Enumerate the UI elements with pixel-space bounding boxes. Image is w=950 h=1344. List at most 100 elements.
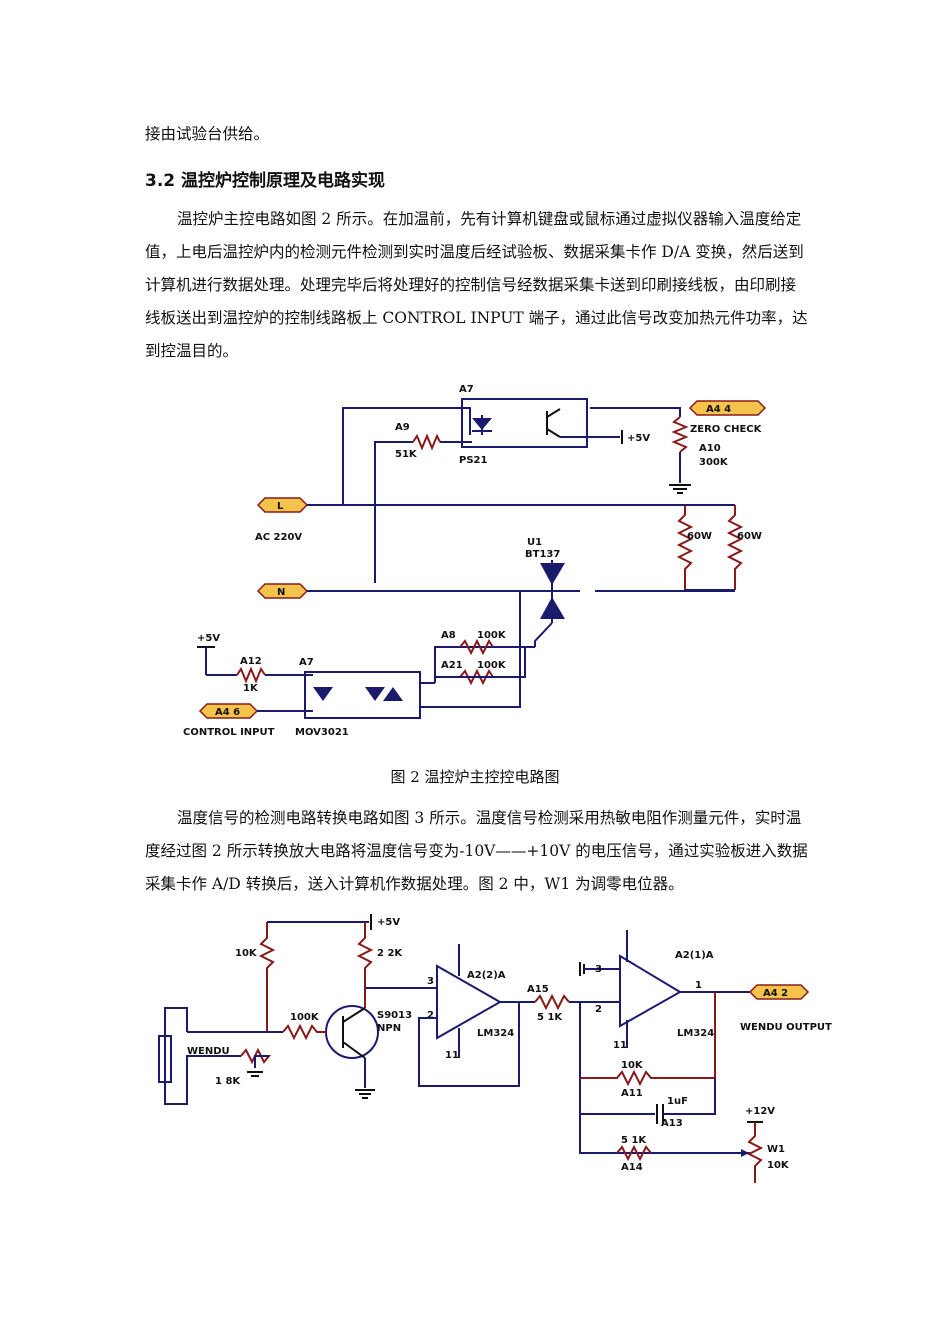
moc-triac-icon-b xyxy=(383,687,403,701)
a2b-label: A2(1)A xyxy=(675,950,714,961)
a8-label: A8 xyxy=(441,630,456,641)
pin11a-label: 11 xyxy=(445,1050,459,1061)
led-icon xyxy=(472,418,492,430)
plus12v-label: +12V xyxy=(745,1106,775,1117)
plus5v-top-label: +5V xyxy=(627,433,650,444)
transistor-e xyxy=(342,1041,366,1059)
a42-label: A4 2 xyxy=(763,988,788,999)
npn-label: NPN xyxy=(377,1023,401,1034)
phototransistor-e xyxy=(546,428,561,438)
r51k-label: 5 1K xyxy=(537,1012,563,1023)
wire-1-8k-gnd xyxy=(254,1055,269,1068)
paragraph-main-control: 温控炉主控电路如图 2 所示。在加温前，先有计算机键盘或鼠标通过虚拟仪器输入温度… xyxy=(145,210,808,360)
resistor-a15-icon xyxy=(534,993,570,1011)
pin1b-label: 1 xyxy=(695,980,702,991)
r10k-a11-label: 10K xyxy=(621,1060,644,1071)
resistor-a9-icon xyxy=(412,433,441,451)
wire-a9 xyxy=(374,441,413,583)
wendu-label: WENDU xyxy=(187,1046,230,1057)
a10-label: A10 xyxy=(699,443,721,454)
heater-2-label: 60W xyxy=(737,531,762,542)
r10k-left-label: 10K xyxy=(235,948,258,959)
w1-10k-label: 10K xyxy=(767,1160,790,1171)
pin3a-label: 3 xyxy=(427,976,434,987)
a13-label: A13 xyxy=(661,1118,683,1129)
a44-tag xyxy=(688,400,767,416)
a9-label: A9 xyxy=(395,422,410,433)
moc-triac-icon-a xyxy=(365,687,385,701)
n-tag-label: N xyxy=(277,587,285,598)
wire-moc-bottom xyxy=(420,591,521,708)
ps21-label: PS21 xyxy=(459,455,487,466)
resistor-a10-icon xyxy=(671,416,689,453)
moc-led-icon xyxy=(313,687,333,701)
plus5v-label: +5V xyxy=(377,917,400,928)
triac-gate xyxy=(534,622,553,647)
zero-check-label: ZERO CHECK xyxy=(690,424,763,435)
opamp-b-icon xyxy=(619,954,682,1028)
thermistor-icon xyxy=(158,1035,172,1083)
figure-2-caption: 图 2 温控炉主控控电路图 xyxy=(390,768,560,786)
a21-label: A21 xyxy=(441,660,463,671)
wire-top-right xyxy=(590,407,681,417)
plus5v-left-label: +5V xyxy=(197,633,220,644)
wire-a21 xyxy=(435,647,526,678)
opamp-a-icon xyxy=(436,964,503,1040)
w1-wiper-arrow xyxy=(741,1149,749,1157)
paragraph-intro-end: 接由试验台供给。 xyxy=(145,125,270,143)
u1-label: U1 xyxy=(527,537,542,548)
r51k-label: 51K xyxy=(395,449,418,460)
transistor-circle xyxy=(325,1005,379,1059)
r1k-label: 1K xyxy=(243,683,259,694)
a15-label: A15 xyxy=(527,984,549,995)
heater-2-icon xyxy=(726,505,744,590)
resistor-a14-icon xyxy=(616,1144,652,1162)
w1-label: W1 xyxy=(767,1144,785,1155)
section-heading: 3.2 温控炉控制原理及电路实现 xyxy=(145,171,386,191)
wire-gate xyxy=(434,646,535,683)
resistor-100k-icon xyxy=(282,1023,326,1041)
a11-label: A11 xyxy=(621,1088,643,1099)
r51k-a14-label: 5 1K xyxy=(621,1135,647,1146)
paragraph-signal-detection: 温度信号的检测电路转换电路如图 3 所示。温度信号检测采用热敏电阻作测量元件，实… xyxy=(145,809,808,893)
wire-cap-right xyxy=(663,1078,716,1115)
l-tag-label: L xyxy=(277,501,284,512)
transistor-c xyxy=(342,1007,366,1023)
moc3021-label: MOV3021 xyxy=(295,727,349,738)
pin2b-label: 2 xyxy=(595,1004,602,1015)
control-input-label: CONTROL INPUT xyxy=(183,727,275,738)
s9013-label: S9013 xyxy=(377,1010,412,1021)
moc3021-box xyxy=(304,671,421,719)
r100k-a-label: 100K xyxy=(477,630,507,641)
a12-label: A12 xyxy=(240,656,262,667)
r100k-label: 100K xyxy=(290,1012,320,1023)
figure-3-temperature-circuit: +5V 10K 2 2K S9013 NPN 100K WENDU 1 8K 3… xyxy=(158,914,832,1183)
ac220-label: AC 220V xyxy=(255,532,302,543)
r100k-b-label: 100K xyxy=(477,660,507,671)
resistor-10k-icon xyxy=(258,922,276,1032)
ps21-box xyxy=(461,398,588,448)
wendu-output-label: WENDU OUTPUT xyxy=(740,1022,832,1033)
pin11b-label: 11 xyxy=(613,1040,627,1051)
r22k-label: 2 2K xyxy=(377,948,403,959)
a42-tag xyxy=(748,984,810,1000)
resistor-a21-icon xyxy=(459,668,494,686)
figure-2-main-control-circuit: +5V A7 PS21 A9 51K A4 4 ZERO CHECK A10 3… xyxy=(183,384,767,738)
heater-1-label: 60W xyxy=(687,531,712,542)
lm324b-label: LM324 xyxy=(677,1028,714,1039)
r300k-label: 300K xyxy=(699,457,729,468)
bt137-label: BT137 xyxy=(525,549,560,560)
heater-1-icon xyxy=(676,505,694,590)
resistor-a11-icon xyxy=(580,992,716,1087)
pin2a-label: 2 xyxy=(427,1010,434,1021)
resistor-a8-icon xyxy=(459,638,494,656)
a46-label: A4 6 xyxy=(215,707,240,718)
wire-top-loop xyxy=(342,407,471,505)
wire-fb-left xyxy=(579,1002,750,1154)
lm324a-label: LM324 xyxy=(477,1028,514,1039)
wire-opamp-a-fb xyxy=(418,1002,520,1087)
resistor-a12-icon xyxy=(236,666,266,684)
a2a-label: A2(2)A xyxy=(467,970,506,981)
wire-thermistor xyxy=(164,1007,241,1105)
phototransistor-c xyxy=(546,408,561,418)
